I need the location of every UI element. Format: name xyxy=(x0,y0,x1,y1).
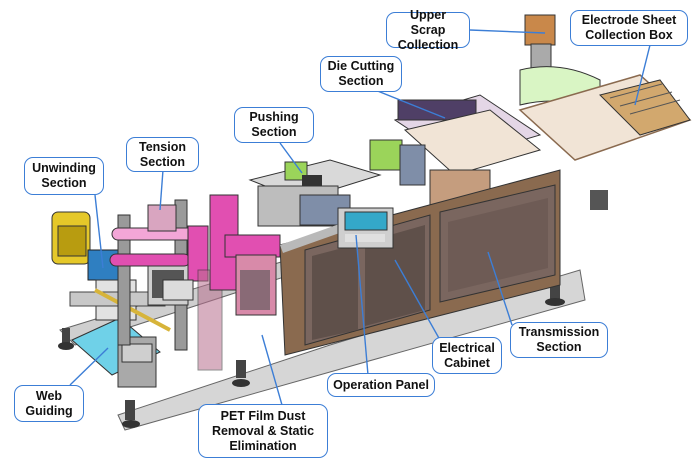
die-cutting-unit xyxy=(369,94,542,206)
leader-lines xyxy=(69,29,651,406)
tension-section-label: Tension Section xyxy=(126,137,199,172)
pushing-section-label: Pushing Section xyxy=(234,107,314,143)
unwinding-unit xyxy=(51,211,171,332)
upper-scrap-collection-label: Upper Scrap Collection xyxy=(386,8,470,52)
pet-film-unit xyxy=(197,194,281,371)
collection-unit xyxy=(518,14,692,210)
operation-panel-unit xyxy=(337,207,394,249)
electrode-sheet-collection-box-label: Electrode Sheet Collection Box xyxy=(570,10,688,46)
main-cabinet xyxy=(279,169,561,356)
web-guiding-unit xyxy=(71,317,161,388)
tension-unit xyxy=(109,199,209,351)
unwinding-section-label: Unwinding Section xyxy=(24,157,104,195)
web-guiding-label: Web Guiding xyxy=(14,385,84,422)
electrical-cabinet-label: Electrical Cabinet xyxy=(432,337,502,374)
pet-film-dust-removal-label: PET Film Dust Removal & Static Eliminati… xyxy=(198,404,328,458)
cabinet-panel xyxy=(162,279,194,301)
die-cutting-section-label: Die Cutting Section xyxy=(320,56,402,92)
operation-panel-label: Operation Panel xyxy=(327,373,435,397)
transmission-section-label: Transmission Section xyxy=(510,322,608,358)
